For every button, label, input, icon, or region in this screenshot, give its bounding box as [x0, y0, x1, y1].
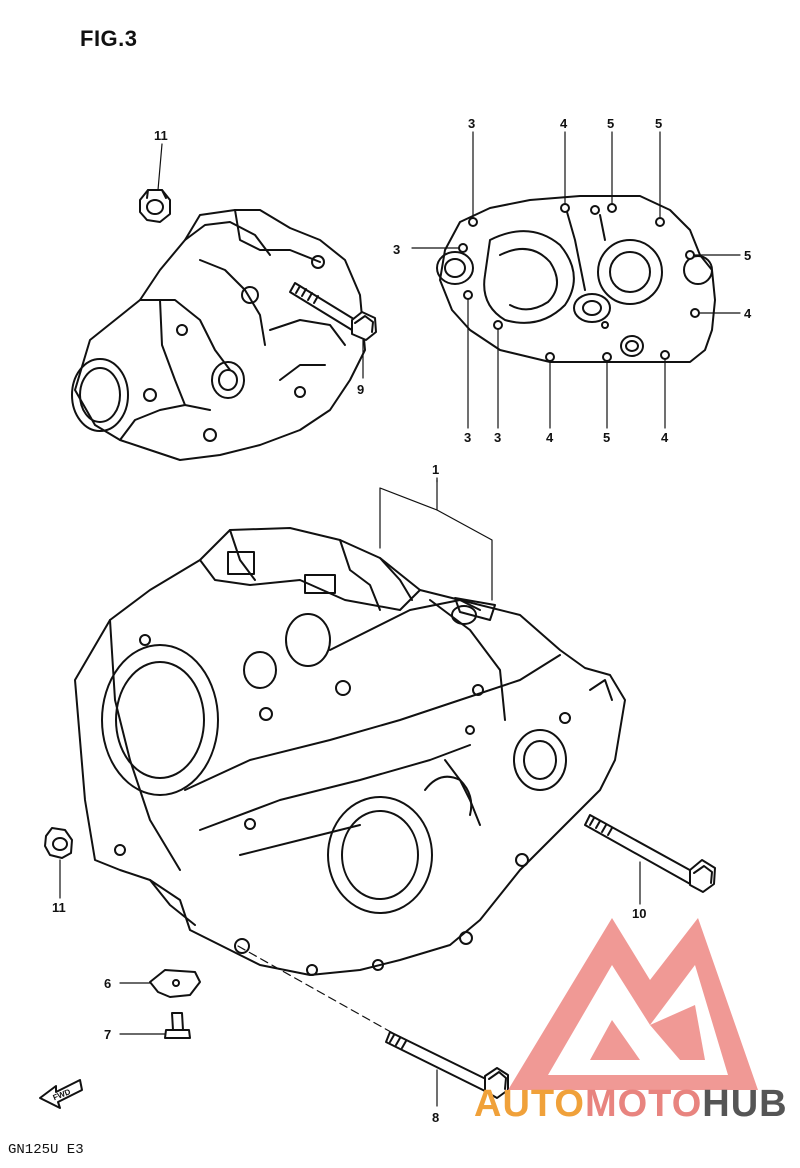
- callout-4: 4: [744, 306, 752, 321]
- leader-lines: [59, 131, 741, 1107]
- callout-3: 3: [468, 116, 475, 131]
- watermark-auto: AUTO: [474, 1083, 585, 1125]
- plate-6: [149, 969, 201, 998]
- callout-1: 1: [432, 462, 439, 477]
- callout-7: 7: [104, 1027, 111, 1042]
- callout-3: 3: [464, 430, 471, 445]
- callout-4: 4: [661, 430, 669, 445]
- callout-8: 8: [432, 1110, 439, 1125]
- crankcase-half-upper-left: [71, 209, 366, 461]
- fwd-arrow-icon: [39, 1079, 83, 1109]
- callout-5: 5: [655, 116, 662, 131]
- callout-bracket-1: [379, 479, 493, 601]
- watermark-moto: MOTO: [584, 1083, 703, 1125]
- crankcase-main: [74, 527, 626, 976]
- watermark-logo: [508, 918, 758, 1090]
- bolt-10: [584, 814, 716, 893]
- callout-3: 3: [494, 430, 501, 445]
- callout-11-lower: 11: [52, 900, 66, 915]
- bolt-9: [289, 282, 377, 341]
- screw-7: [164, 1012, 191, 1039]
- nut-11-upper: [139, 189, 171, 223]
- callout-5: 5: [607, 116, 614, 131]
- bolt-holes: [458, 203, 700, 362]
- callout-4: 4: [546, 430, 554, 445]
- callout-9: 9: [357, 382, 364, 397]
- callout-4: 4: [560, 116, 568, 131]
- callout-10: 10: [632, 906, 646, 921]
- callout-6: 6: [104, 976, 111, 991]
- figure-title: FIG.3: [80, 26, 138, 51]
- nut-11-lower: [44, 827, 73, 859]
- watermark-text: AUTOMOTOHUB: [474, 1083, 788, 1126]
- model-code: GN125U E3: [8, 1142, 84, 1158]
- callout-5: 5: [603, 430, 610, 445]
- callout-labels: 11 9 3 4 5 5 3 5 4 3 3 4 5 4 1 11 10 6 7…: [52, 116, 752, 1125]
- crankcase-outline-upper-right: [436, 195, 716, 363]
- callout-5: 5: [744, 248, 751, 263]
- bolt-8: [385, 1031, 509, 1099]
- watermark-hub: HUB: [702, 1083, 788, 1125]
- callout-3: 3: [393, 242, 400, 257]
- callout-11-upper: 11: [154, 128, 168, 143]
